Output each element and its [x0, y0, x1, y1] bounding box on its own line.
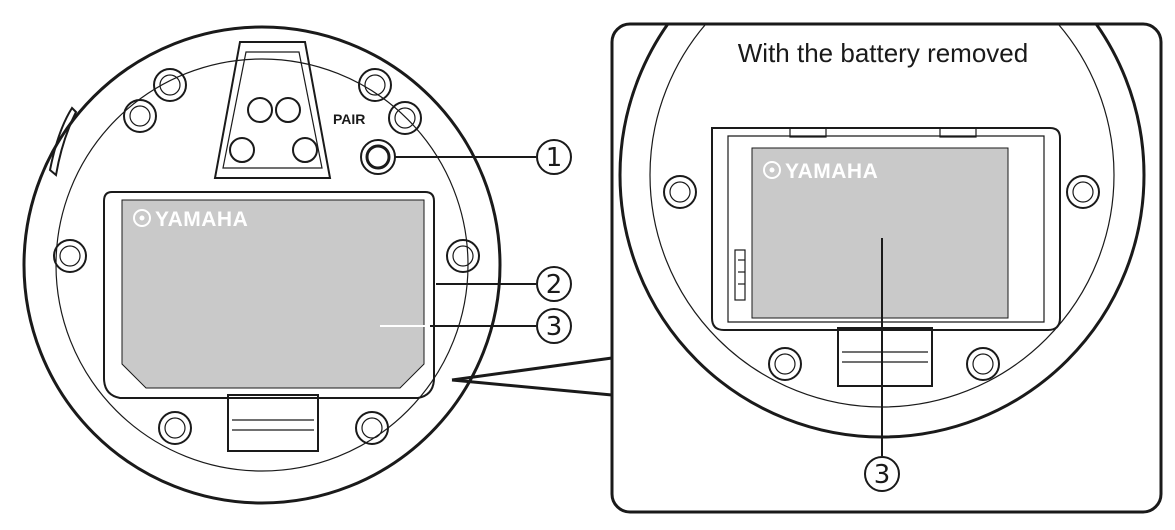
pair-label: PAIR — [333, 111, 365, 127]
screw-hole — [358, 68, 392, 102]
screw-hole — [158, 411, 192, 445]
inset-latch — [837, 327, 933, 387]
pair-button — [360, 139, 396, 175]
svg-text:YAMAHA: YAMAHA — [155, 208, 248, 231]
inset-screw-hole — [966, 347, 1000, 381]
inset-screw-hole — [768, 347, 802, 381]
battery-label — [121, 199, 425, 389]
inset-callout-3: 3 — [864, 456, 900, 492]
compartment-label — [751, 147, 1009, 319]
inset-device: YAMAHA 3 — [618, 24, 1146, 492]
callout-3: 3 — [536, 308, 572, 344]
screw-hole — [123, 99, 157, 133]
svg-text:YAMAHA: YAMAHA — [785, 160, 878, 183]
inset-screw-hole — [663, 175, 697, 209]
battery-latch — [227, 394, 319, 452]
screw-hole — [446, 239, 480, 273]
screw-hole — [153, 68, 187, 102]
panel-title: With the battery removed — [738, 38, 1028, 68]
svg-text:3: 3 — [874, 460, 891, 490]
svg-text:2: 2 — [546, 270, 563, 300]
screw-holes — [53, 68, 480, 445]
svg-text:3: 3 — [546, 312, 563, 342]
svg-text:1: 1 — [546, 143, 563, 173]
screw-hole — [53, 239, 87, 273]
callout-1: 1 — [536, 139, 572, 175]
device-front-view: PAIR YAMAHA 1 2 — [22, 25, 613, 505]
side-bump — [48, 106, 78, 177]
inset-yamaha-logo: YAMAHA — [763, 160, 878, 183]
zoom-line-bottom — [451, 378, 613, 397]
device-outer-ring — [22, 25, 502, 505]
screw-hole — [355, 411, 389, 445]
inset-screw-hole — [1066, 175, 1100, 209]
inset-panel: With the battery removed — [610, 22, 1163, 514]
connector-housing — [213, 41, 332, 179]
screw-hole — [388, 101, 422, 135]
callout-2: 2 — [536, 266, 572, 302]
battery-compartment — [711, 127, 1061, 331]
zoom-line-top — [451, 356, 613, 382]
battery-cover — [103, 191, 435, 399]
yamaha-logo: YAMAHA — [133, 208, 248, 231]
